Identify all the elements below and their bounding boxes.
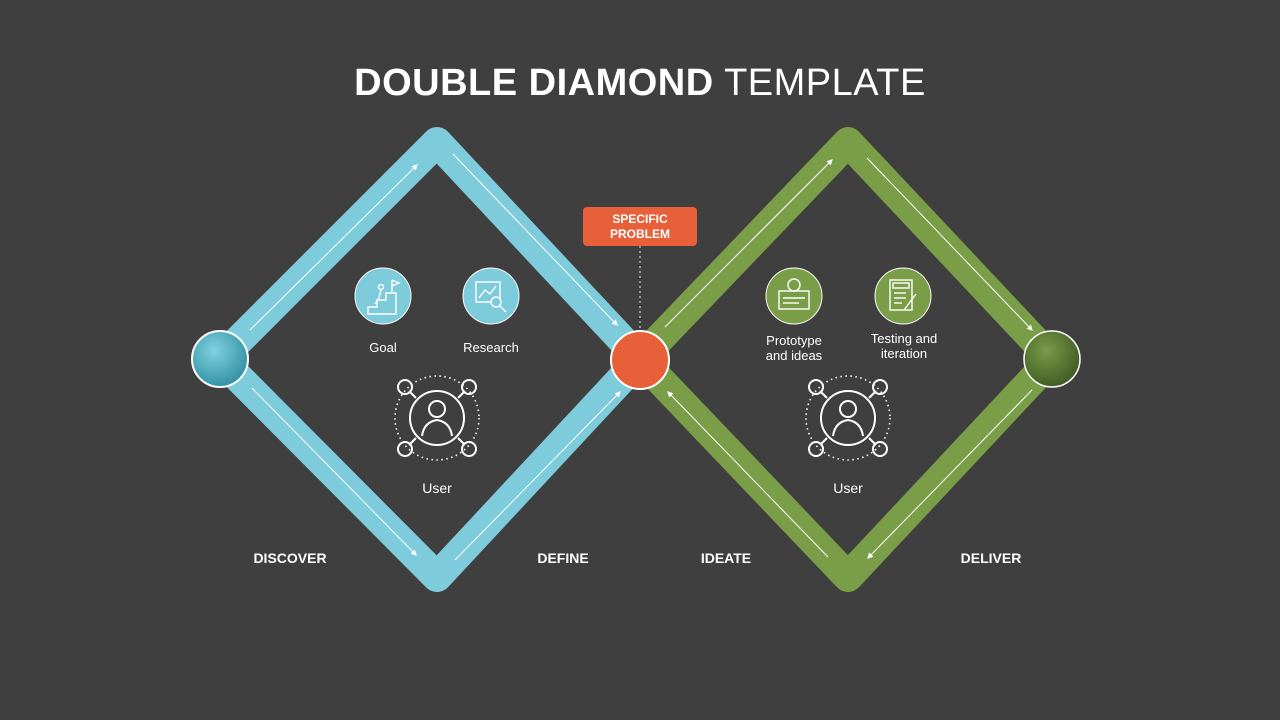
phase-discover: DISCOVER [253,550,327,566]
research-magnifier-icon [462,267,520,325]
testing-label: Testing and iteration [853,331,955,361]
phase-define: DEFINE [537,550,589,566]
research-label: Research [463,340,519,355]
end-node [1023,330,1081,388]
flow-arrow [664,159,833,328]
specific-problem-label: SPECIFIC PROBLEM [583,207,697,246]
prototype-label-line2: and ideas [765,348,823,363]
goal-label: Goal [369,340,397,355]
specific-problem-node [610,330,670,390]
goal-steps-icon [354,267,412,325]
user-label: User [422,480,452,496]
page-title: DOUBLE DIAMOND TEMPLATE [0,62,1280,105]
flow-arrow [452,153,618,326]
testing-label-line1: Testing and [870,331,938,346]
right-diamond-band [625,127,1067,592]
title-bold: DOUBLE DIAMOND [354,62,714,104]
testing-checklist-icon [874,267,932,325]
start-node [191,330,249,388]
prototype-label-line1: Prototype [766,333,822,348]
flow-arrow [866,157,1033,331]
phase-deliver: DELIVER [960,550,1022,566]
specific-problem-line2: PROBLEM [610,226,670,241]
prototype-idea-icon [765,267,823,325]
user-label: User [833,480,863,496]
flow-arrow [454,391,621,561]
phase-ideate: IDEATE [700,550,752,566]
flow-arrow [867,389,1033,559]
title-light: TEMPLATE [724,62,926,104]
flow-arrow [249,164,418,331]
prototype-label: Prototype and ideas [744,333,844,363]
user-network-icon [805,375,891,461]
left-diamond-band [205,127,655,592]
user-network-icon [394,375,480,461]
flow-arrow [251,387,417,556]
specific-problem-line1: SPECIFIC [612,211,668,226]
testing-label-line2: iteration [880,346,928,361]
flow-arrow [667,391,829,558]
